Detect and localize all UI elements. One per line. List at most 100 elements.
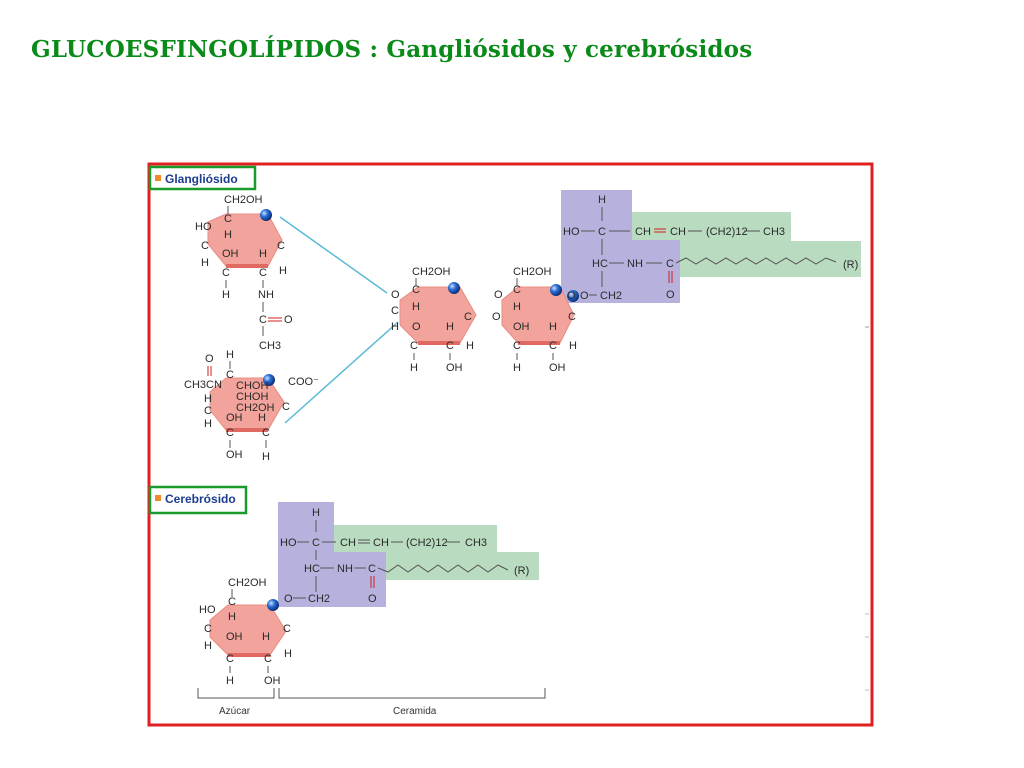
svg-text:H: H — [513, 362, 521, 374]
cerebroside-ceramide-atoms: H HO C CH CH (CH2)12 CH3 HC NH C O (R) O… — [280, 507, 529, 605]
svg-text:C: C — [568, 311, 576, 323]
svg-text:OH: OH — [226, 449, 243, 461]
svg-text:CH2OH: CH2OH — [236, 402, 275, 414]
svg-text:H: H — [222, 289, 230, 301]
svg-text:C: C — [262, 427, 270, 439]
svg-text:H: H — [446, 321, 454, 333]
svg-text:(R): (R) — [514, 565, 529, 577]
sugar-ring — [207, 213, 283, 267]
sugar-brace: Azúcar — [197, 688, 275, 717]
svg-text:C: C — [259, 314, 267, 326]
svg-text:CH2: CH2 — [600, 290, 622, 302]
svg-text:C: C — [204, 405, 212, 417]
sugar-ring — [501, 286, 575, 344]
svg-text:HC: HC — [592, 258, 608, 270]
svg-text:C: C — [228, 596, 236, 608]
svg-text:H: H — [412, 301, 420, 313]
svg-text:C: C — [264, 653, 272, 665]
svg-text:(CH2)12: (CH2)12 — [406, 537, 448, 549]
svg-text:H: H — [549, 321, 557, 333]
glycosidic-bond-dot — [550, 284, 562, 296]
svg-text:O: O — [368, 593, 377, 605]
svg-text:NH: NH — [627, 258, 643, 270]
svg-text:C: C — [549, 340, 557, 352]
svg-text:Ceramida: Ceramida — [393, 706, 437, 717]
svg-text:H: H — [228, 611, 236, 623]
svg-text:O: O — [492, 311, 501, 323]
svg-text:H: H — [284, 648, 292, 660]
svg-text:NH: NH — [337, 563, 353, 575]
fatty-acid-region — [334, 525, 539, 580]
svg-text:H: H — [204, 418, 212, 430]
svg-text:H: H — [262, 631, 270, 643]
ganglioside-label-box — [148, 165, 257, 191]
branch-connector — [279, 216, 388, 294]
svg-text:OH: OH — [226, 412, 243, 424]
svg-text:(R): (R) — [843, 259, 858, 271]
svg-text:C: C — [283, 623, 291, 635]
svg-text:H: H — [204, 640, 212, 652]
svg-text:OH: OH — [222, 248, 239, 260]
svg-text:CH2OH: CH2OH — [224, 194, 263, 206]
glycosidic-bond-dot — [260, 209, 272, 221]
svg-text:OH: OH — [226, 631, 243, 643]
svg-text:C: C — [204, 623, 212, 635]
svg-text:OH: OH — [513, 321, 530, 333]
svg-text:H: H — [513, 301, 521, 313]
glycosidic-bond-dot — [267, 599, 279, 611]
svg-text:C: C — [446, 340, 454, 352]
ganglioside-ring-1-atoms: CH2OH C H HO C H OH H C H C C H NH C O C… — [195, 194, 293, 352]
svg-text:NH: NH — [258, 289, 274, 301]
svg-text:H: H — [466, 340, 474, 352]
svg-text:C: C — [598, 226, 606, 238]
svg-text:H: H — [201, 257, 209, 269]
svg-text:C: C — [282, 401, 290, 413]
sugar-ring — [209, 604, 287, 656]
svg-text:O: O — [391, 289, 400, 301]
sugar-ring — [209, 377, 285, 431]
ganglioside-ceramide-atoms: H HO C CH CH (CH2)12 CH3 HC NH C O (R) O… — [563, 194, 858, 302]
svg-text:HO: HO — [280, 537, 297, 549]
svg-text:H: H — [224, 229, 232, 241]
svg-text:H: H — [258, 412, 266, 424]
svg-text:C: C — [391, 305, 399, 317]
svg-text:OH: OH — [446, 362, 463, 374]
branch-connector — [284, 321, 399, 424]
cerebroside-sugar-atoms: CH2OH C H HO C H OH H C H C C H OH — [199, 577, 292, 687]
ganglioside-ring-4-atoms: CH2OH C H OH H C H C C H OH O — [513, 266, 577, 374]
ganglioside-label: Glangliósido — [165, 172, 238, 186]
glycosidic-bond-dot — [567, 290, 579, 302]
svg-text:HO: HO — [563, 226, 580, 238]
ceramide-brace: Ceramida — [278, 688, 546, 717]
svg-text:C: C — [222, 267, 230, 279]
svg-text:C: C — [226, 427, 234, 439]
svg-text:CHOH: CHOH — [236, 391, 268, 403]
svg-text:C: C — [368, 563, 376, 575]
svg-text:CH: CH — [373, 537, 389, 549]
svg-text:O: O — [205, 353, 214, 365]
slide-title: GLUCOESFINGOLÍPIDOS : Gangliósidos y cer… — [31, 36, 753, 63]
svg-text:H: H — [262, 451, 270, 463]
svg-text:H: H — [259, 248, 267, 260]
svg-text:CH3: CH3 — [465, 537, 487, 549]
svg-text:O: O — [284, 314, 293, 326]
svg-text:H: H — [279, 265, 287, 277]
svg-text:C: C — [513, 284, 521, 296]
svg-text:C: C — [226, 653, 234, 665]
svg-text:C: C — [410, 340, 418, 352]
cerebroside-label-box — [148, 485, 248, 515]
svg-text:C: C — [666, 258, 674, 270]
svg-text:HO: HO — [199, 604, 216, 616]
svg-text:C: C — [259, 267, 267, 279]
svg-text:O: O — [412, 321, 421, 333]
bullet-marker — [155, 175, 161, 181]
svg-text:CH2OH: CH2OH — [412, 266, 451, 278]
ganglioside-ring-2-atoms: O H C CH3CN CHOH CHOH CH2OH H C H OH H C… — [184, 349, 319, 463]
svg-text:CH3: CH3 — [259, 340, 281, 352]
cerebroside-label: Cerebrósido — [165, 492, 236, 506]
ganglioside-ring-3-atoms: CH2OH C O C H H O H C C C H OH H O O — [391, 266, 503, 374]
svg-text:CHOH: CHOH — [236, 380, 268, 392]
svg-text:OH: OH — [549, 362, 566, 374]
svg-text:C: C — [312, 537, 320, 549]
